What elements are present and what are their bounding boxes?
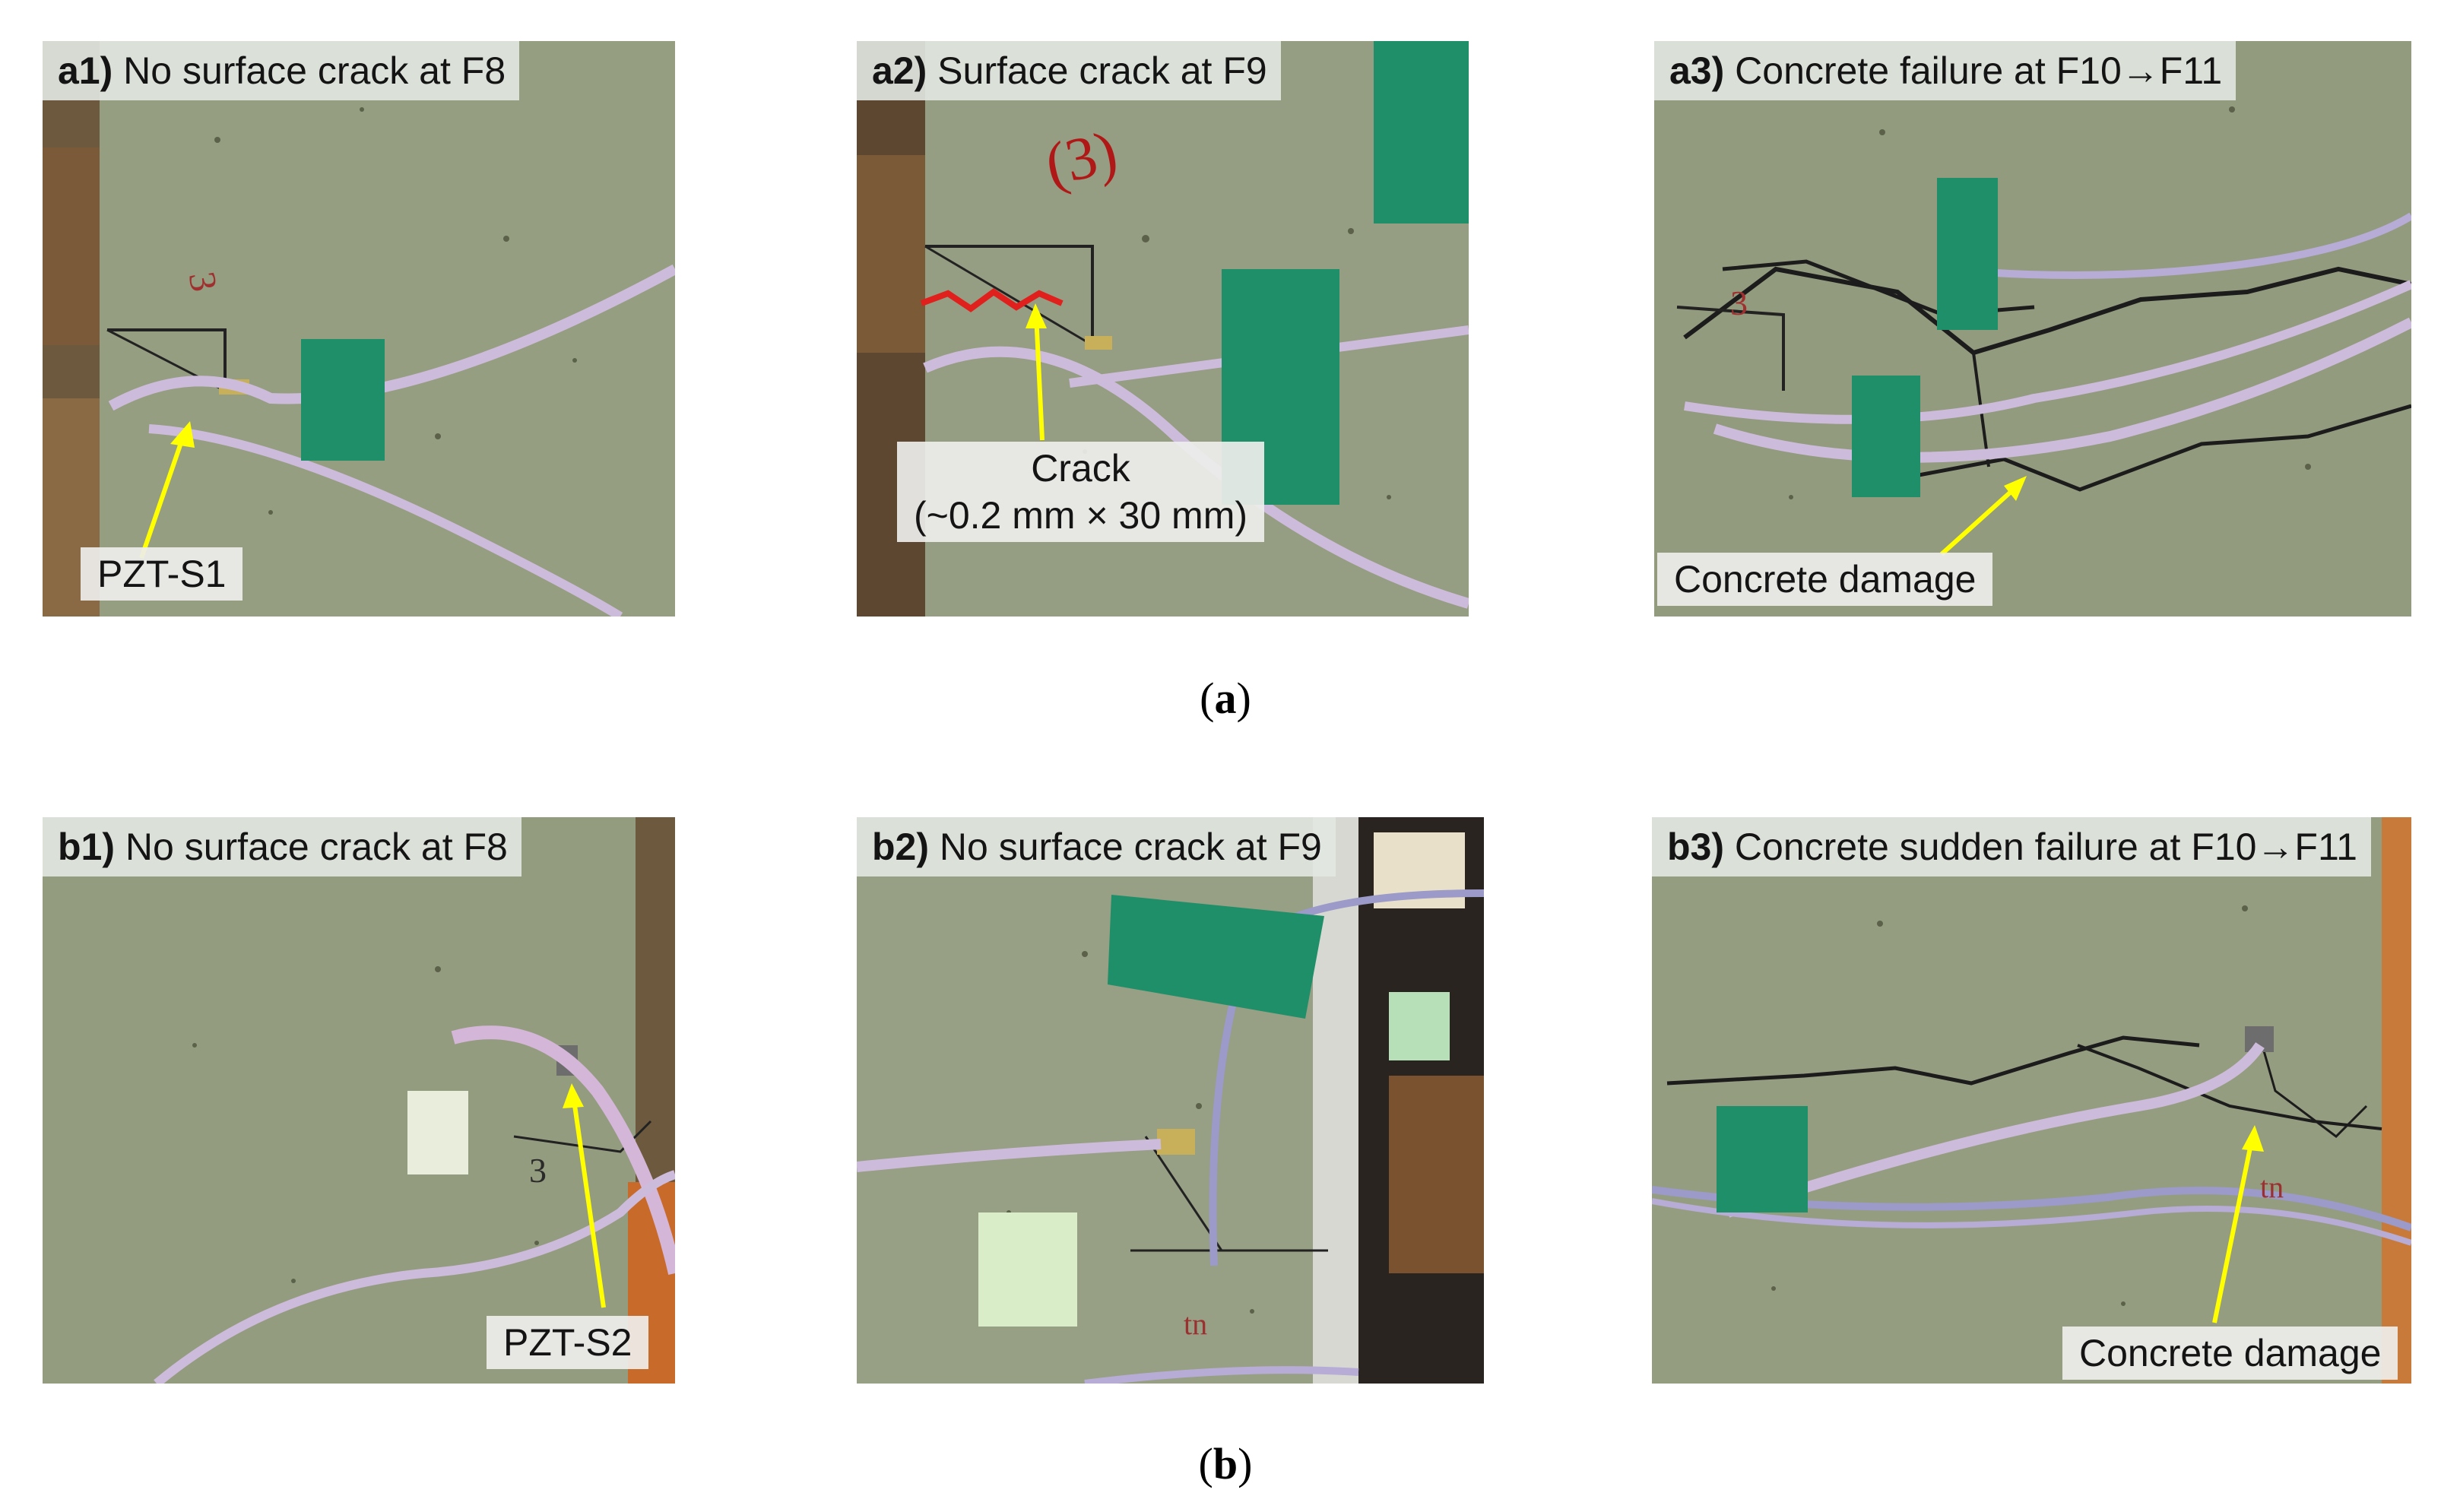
concrete-photo-b1: 3 <box>43 817 675 1384</box>
svg-text:tn: tn <box>2260 1170 2284 1204</box>
concrete-photo-b3: tn <box>1652 817 2411 1384</box>
svg-text:3: 3 <box>1730 284 1748 322</box>
annotation-crack-line1: Crack <box>1031 447 1130 490</box>
caption-text: No surface crack at F8 <box>123 49 506 92</box>
svg-text:(3): (3) <box>1040 119 1124 198</box>
caption-a2: a2) Surface crack at F9 <box>857 41 1281 100</box>
photo-a1: 3 a1) No surface crack at F8 PZT-S1 <box>43 41 675 617</box>
group-label-a-letter: a <box>1214 674 1237 723</box>
photo-a3: 3 a3) Concrete failure at F10→F11 Concre… <box>1654 41 2411 617</box>
caption-text: No surface crack at F8 <box>125 826 508 868</box>
photo-b1: 3 b1) No surface crack at F8 PZT-S2 <box>43 817 675 1384</box>
caption-tag: b2) <box>872 826 929 868</box>
photo-b2: tn b2) No surface crack at F9 <box>857 817 1484 1384</box>
caption-text: Concrete failure at F10→F11 <box>1735 49 2223 92</box>
concrete-photo-b2: tn <box>857 817 1484 1384</box>
caption-b3: b3) Concrete sudden failure at F10→F11 <box>1652 817 2371 876</box>
concrete-photo-a3: 3 <box>1654 41 2411 617</box>
caption-tag: a1) <box>58 49 113 92</box>
annotation-concrete-damage-b3: Concrete damage <box>2062 1327 2398 1380</box>
group-label-a: (a) <box>1200 674 1251 723</box>
caption-a3: a3) Concrete failure at F10→F11 <box>1654 41 2237 100</box>
group-label-b: (b) <box>1198 1439 1253 1488</box>
caption-b2: b2) No surface crack at F9 <box>857 817 1336 876</box>
caption-a1: a1) No surface crack at F8 <box>43 41 520 100</box>
svg-text:3: 3 <box>529 1151 547 1190</box>
annotation-crack-line2: (~0.2 mm × 30 mm) <box>914 494 1247 537</box>
caption-tag: a3) <box>1669 49 1725 92</box>
caption-text: Concrete sudden failure at F10→F11 <box>1734 826 2357 868</box>
photo-b3: tn b3) Concrete sudden failure at F10→F1… <box>1652 817 2411 1384</box>
concrete-photo-a1: 3 <box>43 41 675 617</box>
caption-tag: a2) <box>872 49 927 92</box>
photo-a2: (3) a2) Surface crack at F9 Crack (~0.2 … <box>857 41 1469 617</box>
svg-text:tn: tn <box>1184 1307 1207 1341</box>
caption-text: No surface crack at F9 <box>939 826 1322 868</box>
group-label-b-letter: b <box>1213 1439 1238 1488</box>
annotation-concrete-damage-a3: Concrete damage <box>1657 553 1993 606</box>
caption-text: Surface crack at F9 <box>937 49 1267 92</box>
annotation-pzt-s1: PZT-S1 <box>81 547 243 601</box>
caption-tag: b3) <box>1667 826 1724 868</box>
caption-b1: b1) No surface crack at F8 <box>43 817 521 876</box>
annotation-pzt-s2: PZT-S2 <box>487 1316 649 1369</box>
annotation-crack: Crack (~0.2 mm × 30 mm) <box>897 442 1264 542</box>
caption-tag: b1) <box>58 826 115 868</box>
